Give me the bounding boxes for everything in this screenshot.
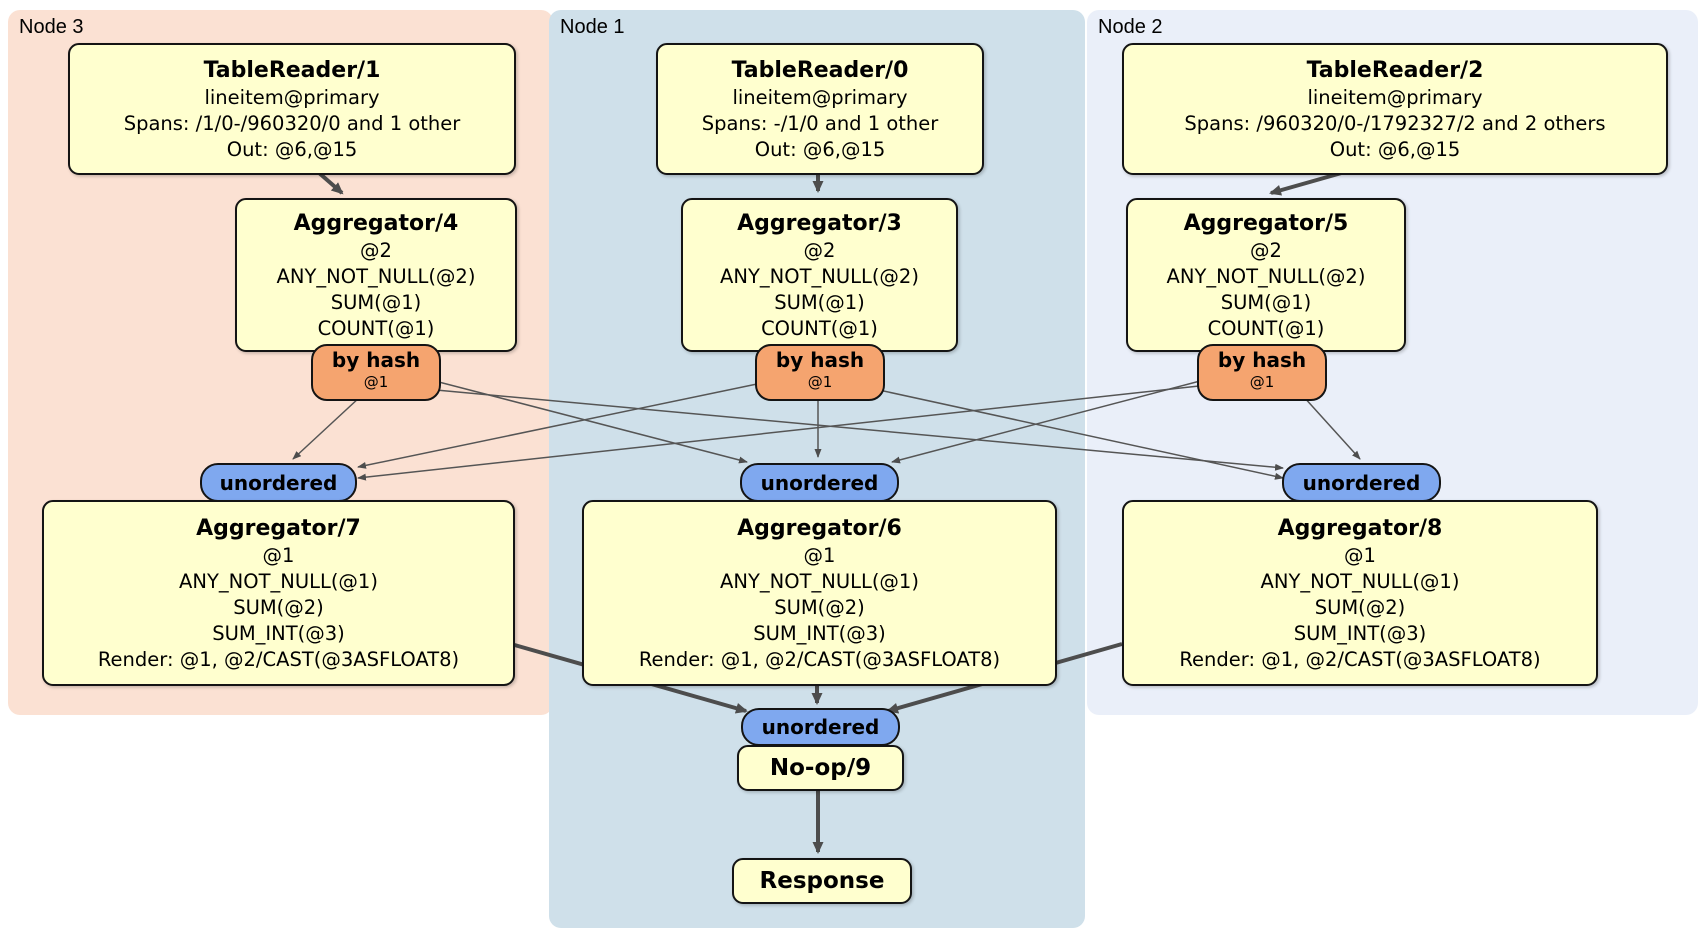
processor-detail: ANY_NOT_NULL(@2) <box>276 264 476 288</box>
processor-detail: COUNT(@1) <box>1207 316 1325 340</box>
processor-title: Aggregator/7 <box>196 515 361 541</box>
processor-title: Aggregator/3 <box>737 210 902 236</box>
edge-bh1-un7 <box>357 383 758 469</box>
processor-noop-9: No-op/9 <box>737 745 904 791</box>
processor-detail: lineitem@primary <box>732 85 908 109</box>
sync-unordered-node3: unordered <box>200 463 357 502</box>
edge-tr1-agg4 <box>316 170 344 195</box>
processor-detail: ANY_NOT_NULL(@2) <box>720 264 919 288</box>
processor-detail: @2 <box>803 238 836 262</box>
router-by-hash-node1: by hash @1 <box>755 344 885 401</box>
edge-bh1-un8 <box>878 389 1284 480</box>
processor-detail: SUM(@2) <box>774 595 865 619</box>
hash-edges <box>292 380 1361 481</box>
node1-label: Node 1 <box>560 16 625 38</box>
processor-title: Aggregator/8 <box>1277 515 1443 541</box>
edge-tr2-agg5 <box>1269 170 1346 196</box>
processor-title: TableReader/2 <box>1306 57 1484 83</box>
processor-tablereader-0: TableReader/0 lineitem@primary Spans: -/… <box>656 43 984 175</box>
processor-title: Aggregator/5 <box>1183 210 1349 236</box>
router-label: by hash <box>1217 348 1307 372</box>
router-by-hash-node3: by hash @1 <box>311 344 441 401</box>
processor-detail: Out: @6,@15 <box>226 137 358 161</box>
processor-detail: SUM(@1) <box>1220 290 1312 314</box>
processor-detail: @2 <box>360 238 392 262</box>
processor-tablereader-1: TableReader/1 lineitem@primary Spans: /1… <box>68 43 516 175</box>
processor-detail: @1 <box>1344 543 1376 567</box>
processor-detail: Out: @6,@15 <box>1329 137 1461 161</box>
processor-detail: lineitem@primary <box>204 85 380 109</box>
processor-title: TableReader/0 <box>731 57 909 83</box>
sync-unordered-node1: unordered <box>740 463 899 502</box>
processor-title: TableReader/1 <box>203 57 381 83</box>
sync-label: unordered <box>1302 470 1421 495</box>
sync-label: unordered <box>761 715 880 739</box>
processor-aggregator-4: Aggregator/4 @2 ANY_NOT_NULL(@2) SUM(@1)… <box>235 198 517 352</box>
processor-detail: Render: @1, @2/CAST(@3ASFLOAT8) <box>97 647 460 671</box>
processor-detail: Spans: /1/0-/960320/0 and 1 other <box>123 111 461 135</box>
processor-detail: SUM(@1) <box>774 290 865 314</box>
processor-detail: SUM(@1) <box>330 290 422 314</box>
processor-aggregator-8: Aggregator/8 @1 ANY_NOT_NULL(@1) SUM(@2)… <box>1122 500 1598 686</box>
node2-label: Node 2 <box>1098 16 1163 38</box>
router-key: @1 <box>807 373 833 391</box>
processor-detail: SUM(@2) <box>233 595 324 619</box>
sync-unordered-node2: unordered <box>1282 463 1441 502</box>
sync-label: unordered <box>219 470 338 495</box>
processor-aggregator-5: Aggregator/5 @2 ANY_NOT_NULL(@2) SUM(@1)… <box>1126 198 1406 352</box>
processor-title: No-op/9 <box>769 755 872 781</box>
processor-detail: ANY_NOT_NULL(@2) <box>1166 264 1366 288</box>
edge-bh2-un7 <box>357 385 1200 481</box>
processor-title: Aggregator/6 <box>737 515 902 541</box>
processor-detail: SUM_INT(@3) <box>1293 621 1427 645</box>
processor-detail: @1 <box>262 543 295 567</box>
processor-aggregator-7: Aggregator/7 @1 ANY_NOT_NULL(@1) SUM(@2)… <box>42 500 515 686</box>
processor-aggregator-6: Aggregator/6 @1 ANY_NOT_NULL(@1) SUM(@2)… <box>582 500 1057 686</box>
processor-tablereader-2: TableReader/2 lineitem@primary Spans: /9… <box>1122 43 1668 175</box>
processor-detail: Render: @1, @2/CAST(@3ASFLOAT8) <box>1179 647 1541 671</box>
processor-detail: lineitem@primary <box>1307 85 1483 109</box>
response-box: Response <box>732 858 912 904</box>
edge-bh3-un6 <box>434 380 748 464</box>
router-by-hash-node2: by hash @1 <box>1197 344 1327 401</box>
processor-detail: SUM(@2) <box>1314 595 1406 619</box>
processor-detail: COUNT(@1) <box>761 316 878 340</box>
edge-bh3-un8 <box>435 389 1284 471</box>
router-label: by hash <box>775 348 865 372</box>
processor-detail: @2 <box>1250 238 1282 262</box>
edge-bh2-un8 <box>1302 395 1361 460</box>
router-label: by hash <box>331 348 421 372</box>
processor-detail: Spans: /960320/0-/1792327/2 and 2 others <box>1184 111 1606 135</box>
processor-detail: Render: @1, @2/CAST(@3ASFLOAT8) <box>638 647 1001 671</box>
processor-title: Aggregator/4 <box>293 210 459 236</box>
processor-detail: COUNT(@1) <box>317 316 435 340</box>
processor-detail: ANY_NOT_NULL(@1) <box>720 569 919 593</box>
processor-detail: Out: @6,@15 <box>754 137 886 161</box>
processor-detail: @1 <box>803 543 836 567</box>
router-key: @1 <box>1249 373 1275 391</box>
node3-label: Node 3 <box>19 16 84 38</box>
processor-detail: Spans: -/1/0 and 1 other <box>701 111 939 135</box>
sync-unordered-final: unordered <box>741 708 900 746</box>
processor-title: Response <box>759 868 885 894</box>
processor-detail: ANY_NOT_NULL(@1) <box>1260 569 1460 593</box>
router-key: @1 <box>363 373 389 391</box>
processor-detail: SUM_INT(@3) <box>212 621 345 645</box>
processor-aggregator-3: Aggregator/3 @2 ANY_NOT_NULL(@2) SUM(@1)… <box>681 198 958 352</box>
edge-bh3-un7 <box>292 396 361 460</box>
processor-detail: ANY_NOT_NULL(@1) <box>179 569 378 593</box>
sync-label: unordered <box>760 470 879 495</box>
processor-detail: SUM_INT(@3) <box>753 621 886 645</box>
edge-bh2-un6 <box>891 380 1201 464</box>
